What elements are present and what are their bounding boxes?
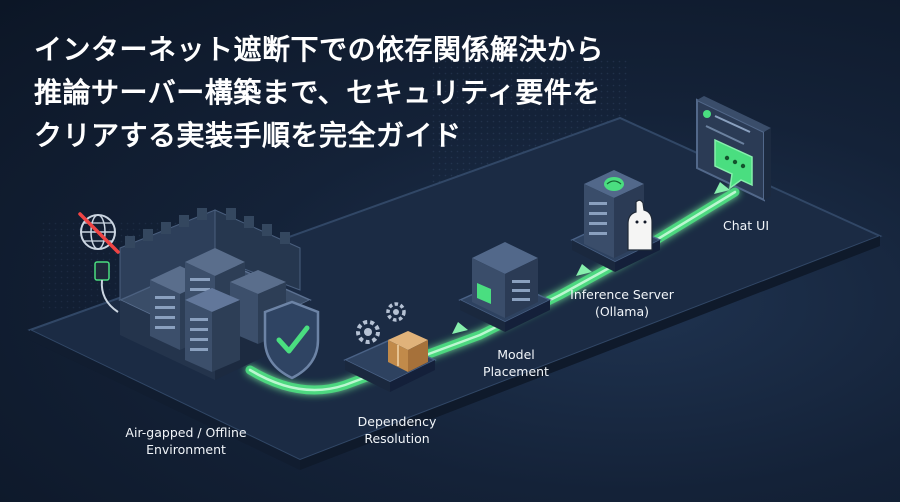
shield-check-icon — [263, 300, 320, 380]
llama-icon — [627, 199, 653, 251]
fortress-server-icon — [118, 208, 312, 380]
gear-icon — [356, 302, 406, 344]
page-title: インターネット遮断下での依存関係解決から 推論サーバー構築まで、セキュリティ要件… — [34, 28, 604, 157]
brain-icon — [604, 177, 624, 191]
model-cube-icon — [458, 242, 552, 332]
stage-label-air-gapped: Air-gapped / Offline Environment — [125, 424, 246, 458]
ethernet-plug-icon — [94, 261, 119, 313]
stage-label-model: Model Placement — [483, 346, 549, 380]
stage-label-line: Air-gapped / Offline — [125, 425, 247, 440]
headline-line-1: インターネット遮断下での依存関係解決から — [34, 33, 605, 66]
stage-label-line: Environment — [146, 442, 226, 457]
stage-label-line: Chat UI — [722, 218, 770, 233]
stage-label-line: (Ollama) — [594, 304, 650, 319]
package-gears-icon — [343, 331, 437, 392]
stage-label-inference: Inference Server (Ollama) — [570, 286, 674, 320]
stage-label-line: Model — [497, 347, 535, 362]
chat-bubble-icon — [714, 138, 753, 190]
stage-label-line: Resolution — [364, 431, 430, 446]
flow-arrow-1 — [452, 322, 468, 334]
headline-line-2: 推論サーバー構築まで、セキュリティ要件を — [34, 76, 601, 109]
stage-label-line: Inference Server — [570, 287, 674, 302]
stage-label-chat-ui: Chat UI — [723, 217, 769, 234]
flow-arrow-2 — [576, 264, 592, 276]
no-internet-globe-icon — [78, 212, 120, 254]
platform-edge-left — [30, 330, 300, 470]
stage-label-dependency: Dependency Resolution — [358, 413, 437, 447]
stage-label-line: Placement — [483, 364, 549, 379]
platform-edge-right — [300, 236, 880, 470]
stage-label-line: Dependency — [357, 414, 437, 429]
flow-arrow-3 — [714, 182, 730, 194]
data-flow-path — [245, 187, 740, 395]
headline-line-3: クリアする実装手順を完全ガイド — [34, 119, 462, 152]
